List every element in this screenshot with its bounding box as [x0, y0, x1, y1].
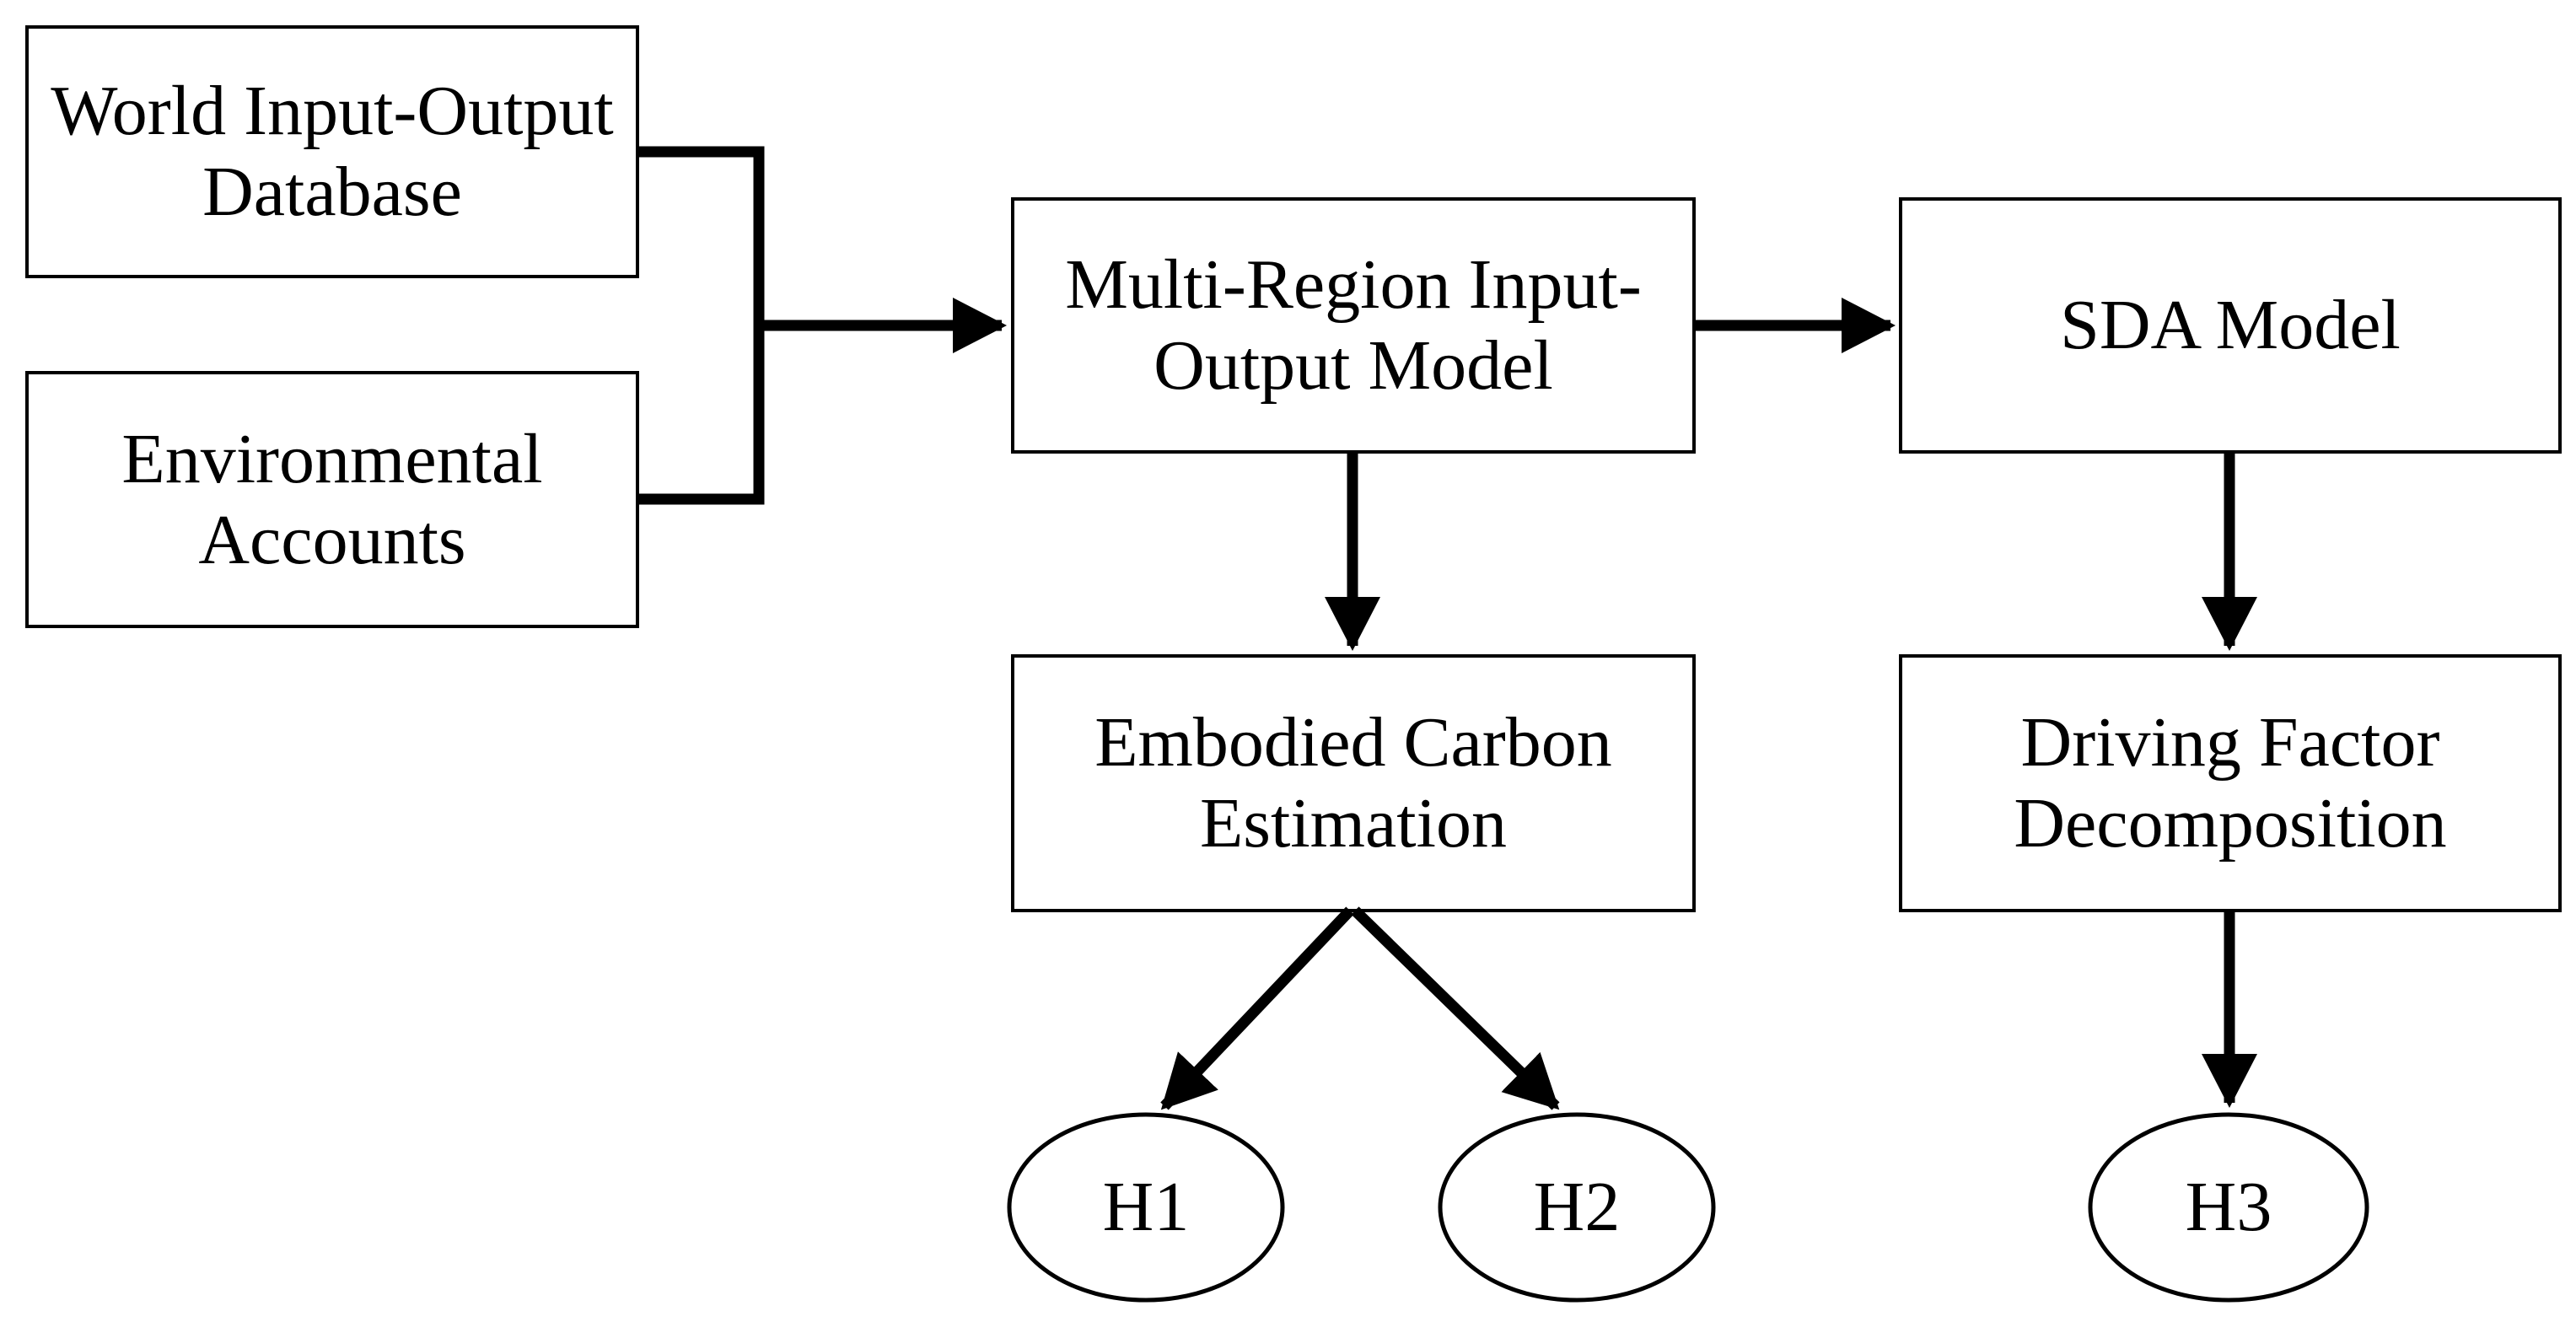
- node-multi-region-input-output-model: Multi-Region Input- Output Model: [1011, 197, 1696, 454]
- node-h1-ellipse: [1007, 1112, 1285, 1303]
- node-world-input-output-database-label: World Input-Output Database: [51, 72, 614, 231]
- node-h2-label: H2: [1533, 1168, 1621, 1246]
- node-driving-factor-decomposition-label: Driving Factor Decomposition: [2014, 703, 2447, 863]
- node-embodied-carbon-estimation: Embodied Carbon Estimation: [1011, 654, 1696, 912]
- edge-embodied-to-h1-arrow: [1160, 906, 1354, 1110]
- node-h3-ellipse: [2088, 1112, 2369, 1303]
- node-environmental-accounts: Environmental Accounts: [25, 371, 639, 628]
- edge-embodied-to-h2-arrow: [1351, 906, 1560, 1110]
- node-embodied-carbon-estimation-label: Embodied Carbon Estimation: [1094, 703, 1612, 863]
- merge-bracket-connector: [637, 146, 765, 505]
- node-h2-ellipse: [1438, 1112, 1716, 1303]
- node-sda-model-label: SDA Model: [2060, 286, 2401, 365]
- node-h1-label: H1: [1102, 1168, 1190, 1246]
- node-h3-label: H3: [2185, 1168, 2272, 1246]
- node-environmental-accounts-label: Environmental Accounts: [121, 419, 543, 579]
- node-driving-factor-decomposition: Driving Factor Decomposition: [1899, 654, 2562, 912]
- node-world-input-output-database: World Input-Output Database: [25, 25, 639, 278]
- node-sda-model: SDA Model: [1899, 197, 2562, 454]
- node-multi-region-input-output-model-label: Multi-Region Input- Output Model: [1065, 245, 1642, 405]
